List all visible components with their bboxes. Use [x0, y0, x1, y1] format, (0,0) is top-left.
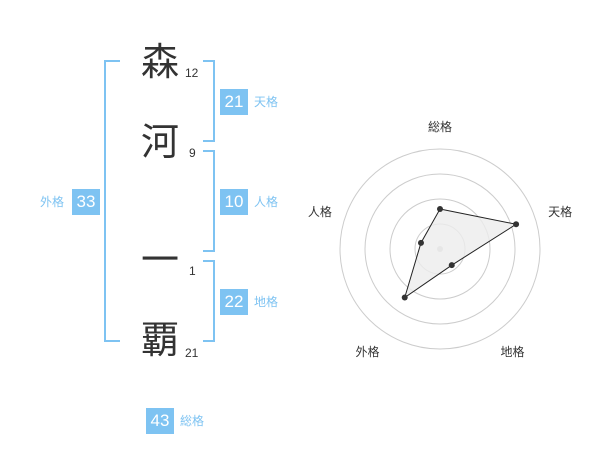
jinkaku-value: 10	[220, 189, 248, 215]
radar-point-3	[448, 262, 455, 269]
radar-point-2	[513, 221, 520, 228]
radar-ring	[339, 148, 541, 350]
radar-point-4	[401, 294, 408, 301]
name-char-4: 覇	[140, 318, 179, 362]
stroke-count-2: 9	[189, 146, 196, 160]
stroke-count-3: 1	[189, 264, 196, 278]
radar-axis-label-3: 地格	[501, 344, 525, 359]
gaikaku-label: 外格	[40, 195, 65, 209]
name-char-1: 森	[140, 40, 179, 84]
name-char-2: 河	[140, 120, 179, 164]
chikaku-label: 地格	[254, 295, 279, 309]
gaikaku-bracket	[104, 60, 120, 342]
radar-series-area	[403, 208, 518, 299]
tenkaku-bracket	[203, 60, 215, 142]
radar-point-1	[437, 206, 443, 212]
jinkaku-bracket	[203, 150, 215, 252]
soukaku-value: 43	[146, 408, 174, 434]
radar-ring	[364, 173, 516, 325]
chikaku-bracket	[203, 260, 215, 342]
tenkaku-label: 天格	[254, 95, 279, 109]
radar-ring	[389, 198, 491, 300]
stroke-count-4: 21	[185, 346, 199, 360]
name-char-3: 一	[140, 238, 179, 282]
radar-point-5	[417, 239, 424, 246]
radar-axis-label-4: 外格	[355, 344, 379, 359]
radar-axis-label-2: 天格	[548, 204, 572, 219]
radar-axis-label-5: 人格	[308, 204, 332, 219]
gaikaku-value: 33	[72, 189, 100, 215]
stroke-count-1: 12	[185, 66, 199, 80]
jinkaku-label: 人格	[254, 195, 279, 209]
chikaku-value: 22	[220, 289, 248, 315]
tenkaku-value: 21	[220, 89, 248, 115]
soukaku-label: 総格	[180, 414, 205, 428]
radar-axis-label-1: 総格	[428, 119, 452, 134]
